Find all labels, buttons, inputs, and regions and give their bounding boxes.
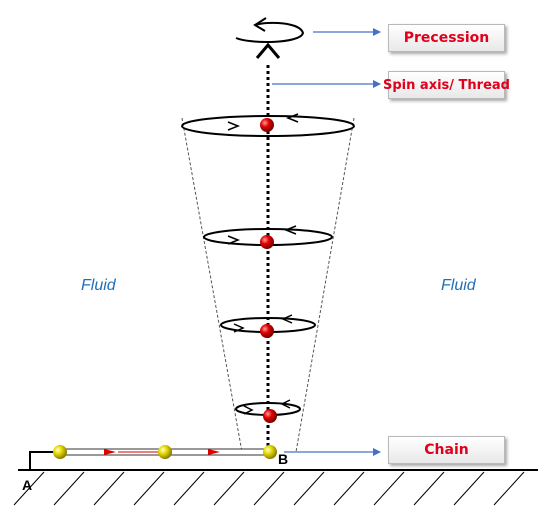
vortex-ring-1 [181,113,355,137]
spin-axis-callout: Spin axis/ Thread [383,71,510,99]
fluid-label-right: Fluid [441,277,476,294]
precession-arrow [235,17,305,44]
chain-bead [158,445,172,459]
vortex-particle [263,409,277,423]
fluid-label-left: Fluid [81,277,116,294]
point-b-label: B [278,451,289,467]
vortex-particle [260,118,274,132]
ground [13,469,538,506]
precession-callout: Precession [388,24,505,52]
vortex-particle [260,324,274,338]
chain-bead [263,445,277,459]
anchor-bracket [29,451,58,470]
vortex-cone [181,117,355,453]
point-a-label: A [22,477,33,493]
callout-arrows [272,28,381,456]
chain-bead [53,445,67,459]
chain [53,445,277,459]
chain-callout: Chain [388,436,505,464]
spin-axis-arrowhead [255,42,281,59]
vortex-particle [260,235,274,249]
